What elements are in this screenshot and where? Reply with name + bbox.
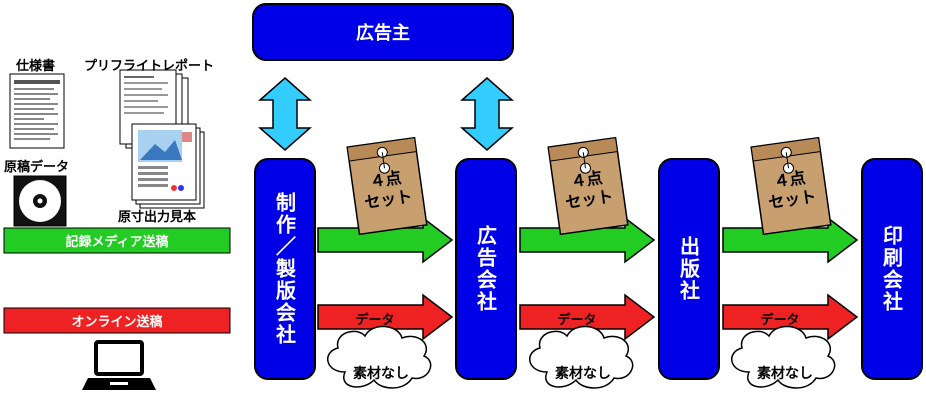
cloud-icon bbox=[529, 325, 634, 389]
printing-company-box: 印刷会社 bbox=[861, 158, 923, 380]
green-arrow-icon bbox=[519, 216, 656, 264]
ad-agency-label: 広告会社 bbox=[473, 225, 498, 313]
envelope-icon bbox=[547, 136, 629, 236]
data-arrow-label: データ bbox=[760, 313, 800, 328]
double-arrow-icon bbox=[258, 77, 312, 151]
double-arrow-icon bbox=[460, 77, 514, 151]
laptop-icon bbox=[82, 340, 156, 390]
media-transfer-bar bbox=[3, 227, 231, 254]
spec-document-icon bbox=[9, 73, 65, 149]
advertiser-label: 広告主 bbox=[356, 23, 410, 44]
publisher-box: 出版社 bbox=[658, 158, 720, 380]
red-arrow-icon bbox=[317, 293, 454, 341]
data-arrow-label: データ bbox=[557, 313, 597, 328]
red-arrow-icon bbox=[519, 293, 656, 341]
production-company-box: 制作／製版会社 bbox=[254, 158, 316, 380]
data-arrow-label: データ bbox=[355, 313, 395, 328]
proof-sample-label: 原寸出力見本 bbox=[118, 210, 197, 225]
online-transfer-label: オンライン送稿 bbox=[71, 315, 163, 330]
no-material-label: 素材なし bbox=[757, 366, 813, 382]
green-arrow-icon bbox=[317, 216, 454, 264]
proof-sample-icon bbox=[131, 123, 205, 209]
cloud-icon bbox=[327, 325, 432, 389]
preflight-report-label: プリフライトレポート bbox=[84, 59, 215, 74]
ad-agency-box: 広告会社 bbox=[455, 158, 517, 380]
red-arrow-icon bbox=[722, 293, 859, 341]
no-material-label: 素材なし bbox=[353, 366, 409, 382]
cloud-icon bbox=[731, 325, 836, 389]
disc-icon bbox=[13, 175, 67, 227]
printing-company-label: 印刷会社 bbox=[879, 225, 904, 313]
green-arrow-icon bbox=[722, 216, 859, 264]
online-transfer-bar bbox=[3, 307, 231, 334]
publisher-label: 出版社 bbox=[676, 236, 701, 302]
envelope-icon bbox=[750, 136, 832, 236]
production-company-label: 制作／製版会社 bbox=[272, 192, 297, 346]
no-material-label: 素材なし bbox=[555, 366, 611, 382]
spec-label: 仕様書 bbox=[16, 59, 56, 74]
envelope-icon bbox=[346, 136, 428, 236]
media-transfer-label: 記録メディア送稿 bbox=[65, 235, 169, 250]
advertiser-box: 広告主 bbox=[252, 3, 514, 61]
manuscript-data-label: 原稿データ bbox=[4, 160, 70, 175]
